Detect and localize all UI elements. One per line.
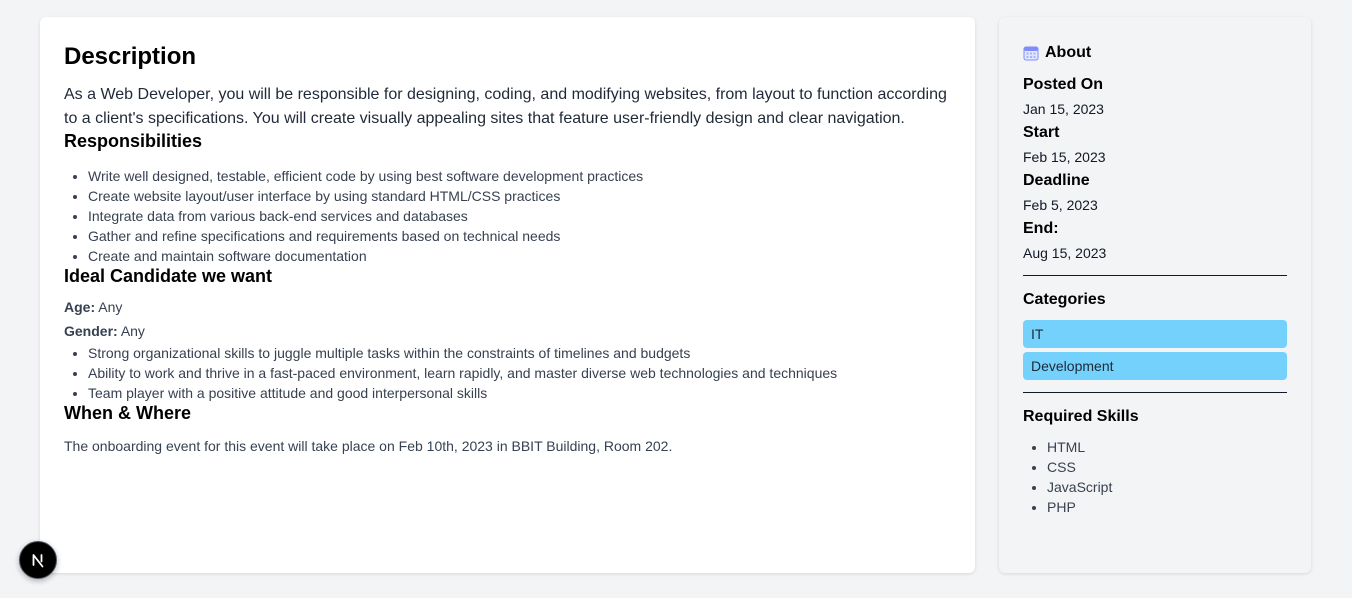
list-item: HTML (1047, 437, 1287, 457)
age-row: Age: Any (64, 295, 951, 319)
list-item: Strong organizational skills to juggle m… (88, 343, 951, 363)
list-item: Create and maintain software documentati… (88, 246, 951, 266)
list-item: Integrate data from various back-end ser… (88, 206, 951, 226)
required-skills-title: Required Skills (1023, 408, 1139, 425)
skills-list: HTML CSS JavaScript PHP (1023, 437, 1287, 517)
deadline-value: Feb 5, 2023 (1023, 197, 1098, 213)
list-item: PHP (1047, 497, 1287, 517)
description-card: Description As a Web Developer, you will… (40, 17, 975, 573)
responsibilities-title: Responsibilities (64, 131, 203, 151)
list-item: Write well designed, testable, efficient… (88, 166, 951, 186)
gender-label: Gender: (64, 323, 118, 339)
nextjs-logo-icon[interactable] (19, 541, 57, 579)
list-item: Create website layout/user interface by … (88, 186, 951, 206)
responsibilities-list: Write well designed, testable, efficient… (64, 166, 951, 266)
divider (1023, 392, 1287, 393)
list-item: CSS (1047, 457, 1287, 477)
posted-on-value: Jan 15, 2023 (1023, 101, 1104, 117)
about-title: About (1045, 44, 1092, 61)
end-value: Aug 15, 2023 (1023, 245, 1107, 261)
end-block: End: Aug 15, 2023 (1023, 219, 1287, 263)
ideal-candidate-title: Ideal Candidate we want (64, 266, 273, 286)
candidate-traits-list: Strong organizational skills to juggle m… (64, 343, 951, 403)
posted-on-block: Posted On Jan 15, 2023 (1023, 75, 1287, 119)
gender-row: Gender: Any (64, 319, 951, 343)
when-where-text: The onboarding event for this event will… (64, 438, 673, 454)
description-title: Description (64, 43, 197, 70)
list-item: JavaScript (1047, 477, 1287, 497)
end-label: End: (1023, 220, 1059, 237)
category-tag-development[interactable]: Development (1023, 352, 1287, 380)
when-where-title: When & Where (64, 403, 192, 423)
deadline-block: Deadline Feb 5, 2023 (1023, 171, 1287, 215)
list-item: Ability to work and thrive in a fast-pac… (88, 363, 951, 383)
list-item: Gather and refine specifications and req… (88, 226, 951, 246)
divider (1023, 275, 1287, 276)
deadline-label: Deadline (1023, 172, 1090, 189)
start-block: Start Feb 15, 2023 (1023, 123, 1287, 167)
description-intro: As a Web Developer, you will be responsi… (64, 86, 947, 127)
start-value: Feb 15, 2023 (1023, 149, 1106, 165)
calendar-icon (1023, 45, 1039, 61)
age-value: Any (98, 299, 123, 315)
start-label: Start (1023, 124, 1060, 141)
categories-title: Categories (1023, 291, 1106, 308)
age-label: Age: (64, 299, 96, 315)
about-sidebar: About Posted On Jan 15, 2023 Start Feb 1… (999, 17, 1311, 573)
about-header: About (1023, 43, 1287, 63)
list-item: Team player with a positive attitude and… (88, 383, 951, 403)
gender-value: Any (120, 323, 145, 339)
posted-on-label: Posted On (1023, 76, 1104, 93)
category-tag-it[interactable]: IT (1023, 320, 1287, 348)
